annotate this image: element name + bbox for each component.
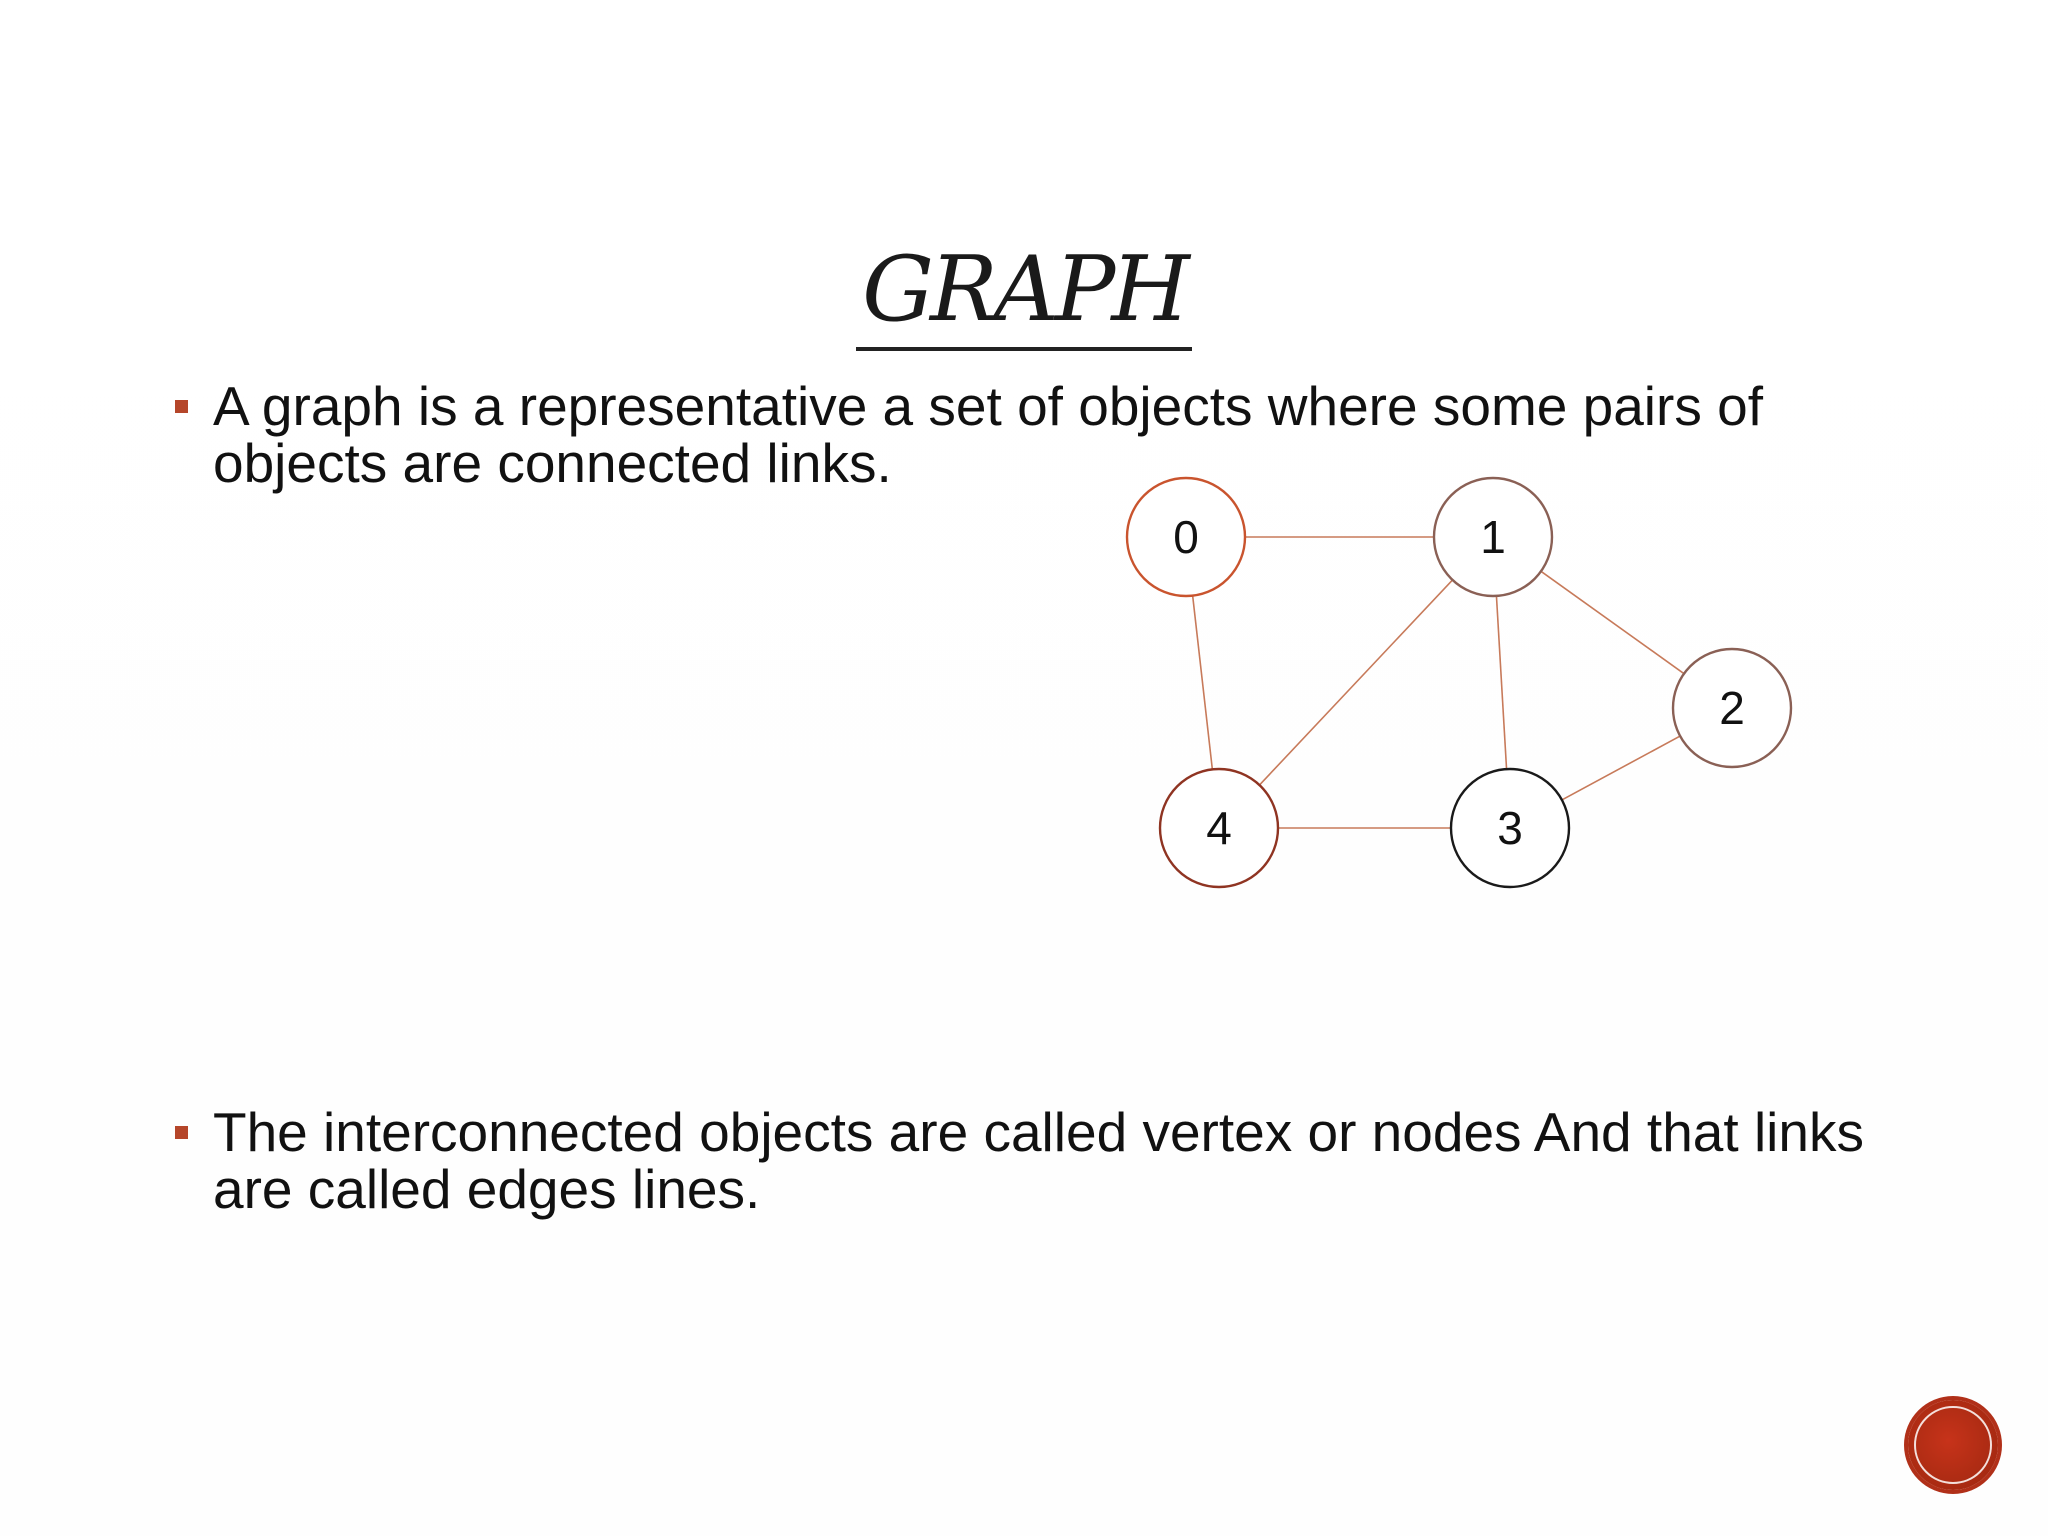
graph-node-0: 0 bbox=[1125, 476, 1247, 598]
circle-icon bbox=[1914, 1406, 1992, 1484]
graph-node-circle bbox=[1158, 767, 1280, 889]
graph-edge-0-4 bbox=[1191, 595, 1214, 770]
next-slide-button[interactable] bbox=[1908, 1400, 1998, 1490]
graph-node-4: 4 bbox=[1158, 767, 1280, 889]
graph-node-2: 2 bbox=[1671, 647, 1793, 769]
graph-edge-1-2 bbox=[1540, 570, 1685, 675]
graph-node-circle bbox=[1449, 767, 1571, 889]
graph-node-circle bbox=[1432, 476, 1554, 598]
graph-edge-3-2 bbox=[1561, 735, 1681, 801]
graph-node-label: 1 bbox=[1480, 511, 1506, 563]
graph-edges bbox=[1191, 536, 1685, 829]
graph-node-label: 2 bbox=[1719, 682, 1745, 734]
graph-node-label: 3 bbox=[1497, 802, 1523, 854]
graph-node-1: 1 bbox=[1432, 476, 1554, 598]
bullet-marker-icon bbox=[175, 400, 188, 413]
graph-node-circle bbox=[1125, 476, 1247, 598]
graph-edge-1-3 bbox=[1495, 595, 1508, 770]
bullet-text: The interconnected objects are called ve… bbox=[213, 1101, 1864, 1220]
graph-nodes: 0 1 2 3 4 bbox=[1125, 476, 1793, 889]
graph-node-3: 3 bbox=[1449, 767, 1571, 889]
bullet-marker-icon bbox=[175, 1126, 188, 1139]
bullet-text: A graph is a representative a set of obj… bbox=[213, 375, 1763, 494]
slide-title-text: GRAPH bbox=[856, 240, 1192, 351]
slide-title: GRAPH bbox=[0, 240, 2048, 351]
graph-node-label: 4 bbox=[1206, 802, 1232, 854]
graph-node-circle bbox=[1671, 647, 1793, 769]
graph-edge-1-4 bbox=[1258, 579, 1454, 786]
graph-node-label: 0 bbox=[1173, 511, 1199, 563]
